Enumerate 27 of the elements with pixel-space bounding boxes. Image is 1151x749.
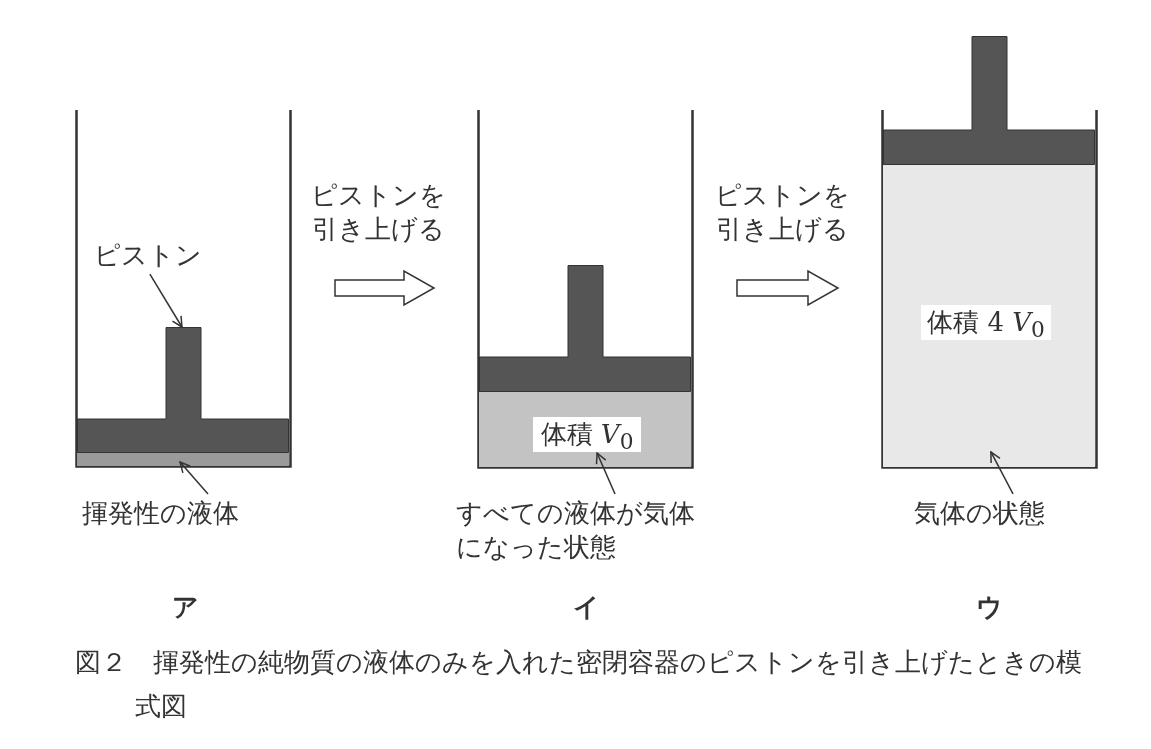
state-label: 気体の状態: [914, 496, 1064, 530]
volume-label: 体積 V$_{0}$: [533, 417, 641, 452]
panel-label: ウ: [976, 591, 1003, 624]
piston: [883, 36, 1095, 165]
leader-line: [179, 461, 209, 495]
volume-label: 体積 4 V$_{0}$: [921, 305, 1051, 340]
block-arrow: [334, 269, 436, 307]
block-arrow: [736, 269, 840, 307]
leader-line: [595, 452, 616, 495]
cylinder-container: [75, 110, 292, 468]
part-label: ピストン: [94, 238, 224, 272]
panel-label: ア: [172, 591, 199, 624]
piston: [77, 327, 289, 453]
gas-region: [479, 392, 691, 467]
piston: [479, 265, 691, 392]
gas-region: [883, 165, 1095, 467]
cylinder-container: [477, 110, 694, 469]
edge-label: ピストンを引き上げる: [713, 179, 851, 246]
leader-line: [990, 451, 1014, 495]
leader-line: [149, 273, 183, 328]
state-label: すべての液体が気体になった状態: [456, 496, 706, 564]
cylinder-container: [881, 110, 1098, 469]
figure-caption: 図２ 揮発性の純物質の液体のみを入れた密閉容器のピストンを引き上げたときの模式図: [75, 646, 1083, 723]
part-label: 揮発性の液体: [82, 496, 282, 530]
edge-label: ピストンを引き上げる: [309, 179, 447, 246]
panel-label: イ: [573, 591, 600, 624]
liquid-layer: [77, 453, 289, 466]
